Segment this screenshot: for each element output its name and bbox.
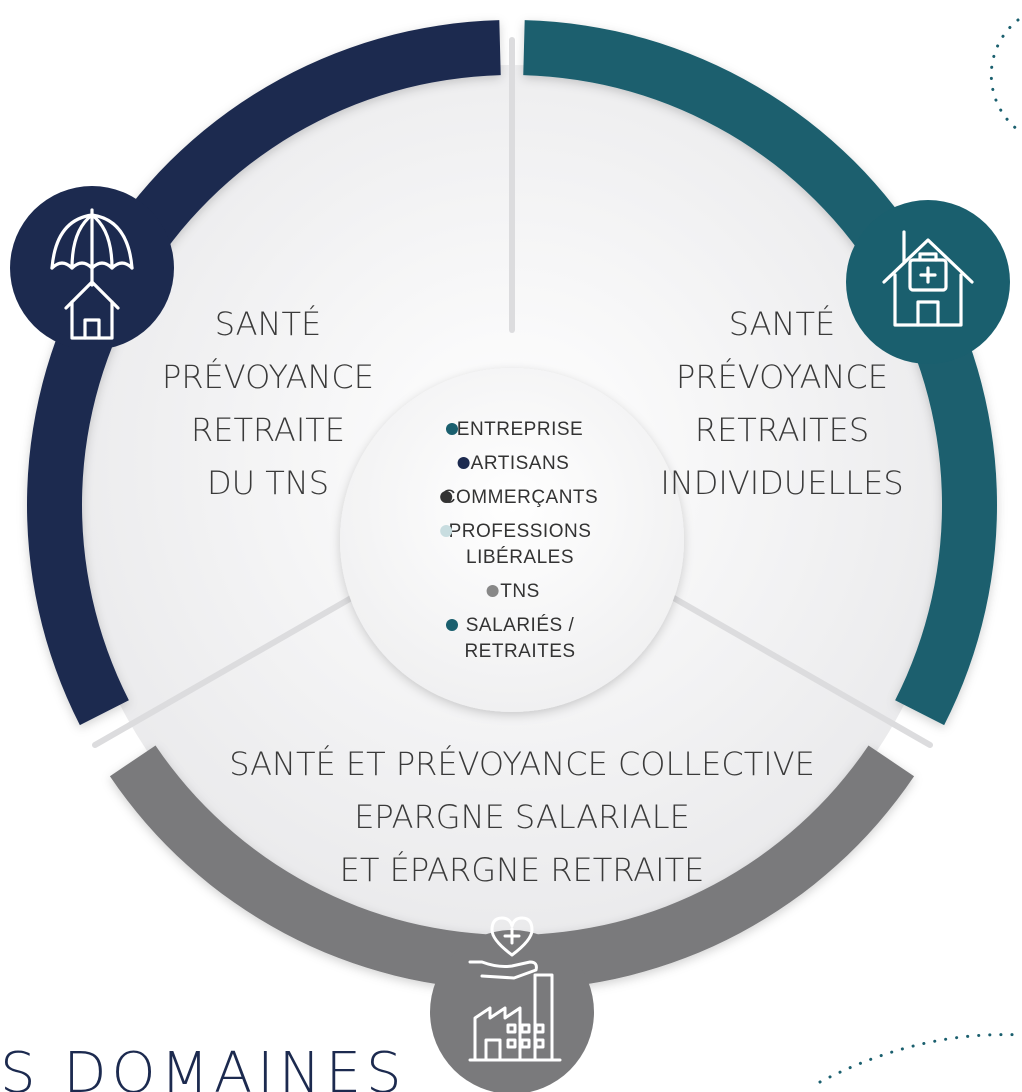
left-line-2: PRÉVOYANCE bbox=[162, 358, 374, 396]
bottom-line-2: EPARGNE SALARIALE bbox=[354, 798, 690, 836]
right-line-4: INDIVIDUELLES bbox=[660, 464, 903, 502]
badge-bottom bbox=[430, 916, 594, 1092]
heart-hand-factory-icon bbox=[468, 916, 562, 1062]
legend-dot bbox=[457, 457, 470, 469]
footer-title: S DOMAINES bbox=[0, 1041, 407, 1092]
segment-left-label: SANTÉ PRÉVOYANCE RETRAITE DU TNS bbox=[162, 305, 374, 502]
decorative-dots bbox=[818, 18, 1022, 1084]
legend-item: ENTREPRISE bbox=[446, 419, 583, 440]
legend-dot bbox=[486, 585, 499, 597]
left-line-4: DU TNS bbox=[207, 464, 329, 502]
separators bbox=[92, 37, 933, 748]
ring-segment-left bbox=[27, 20, 501, 726]
legend-label: SALARIÉS / bbox=[466, 615, 575, 636]
right-line-3: RETRAITES bbox=[695, 411, 869, 449]
ring-segment-right bbox=[523, 20, 998, 726]
legend-label: COMMERÇANTS bbox=[442, 487, 598, 508]
umbrella-house-icon bbox=[50, 208, 134, 340]
legend-item: SALARIÉS / RETRAITES bbox=[446, 615, 575, 662]
segment-right-label: SANTÉ PRÉVOYANCE RETRAITES INDIVIDUELLES bbox=[660, 305, 903, 502]
legend-dot bbox=[446, 619, 458, 631]
legend-dot bbox=[446, 423, 458, 435]
legend-label: ARTISANS bbox=[471, 453, 570, 474]
badge-right bbox=[846, 200, 1010, 364]
legend-item: TNS bbox=[486, 581, 540, 602]
legend-dot bbox=[440, 491, 453, 503]
center-circle bbox=[340, 368, 684, 712]
badge-left bbox=[10, 186, 174, 350]
left-line-3: RETRAITE bbox=[191, 411, 345, 449]
bottom-line-1: SANTÉ ET PRÉVOYANCE COLLECTIVE bbox=[229, 745, 815, 783]
left-line-1: SANTÉ bbox=[215, 305, 322, 343]
legend-item: PROFESSIONS LIBÉRALES bbox=[440, 521, 591, 568]
medical-house-icon bbox=[882, 230, 974, 327]
legend-label: PROFESSIONS bbox=[449, 521, 592, 542]
segment-bottom-label: SANTÉ ET PRÉVOYANCE COLLECTIVE EPARGNE S… bbox=[229, 745, 815, 889]
segment-rings bbox=[27, 20, 998, 990]
right-line-1: SANTÉ bbox=[729, 305, 836, 343]
center-legend: ENTREPRISE ARTISANS COMMERÇANTS PROFESSIONS… bbox=[440, 419, 598, 662]
legend-label: TNS bbox=[500, 581, 540, 602]
legend-item: COMMERÇANTS bbox=[440, 487, 598, 508]
legend-label: ENTREPRISE bbox=[457, 419, 583, 440]
legend-label: LIBÉRALES bbox=[466, 547, 574, 568]
legend-item: ARTISANS bbox=[457, 453, 570, 474]
legend-dot bbox=[440, 525, 453, 537]
right-line-2: PRÉVOYANCE bbox=[676, 358, 888, 396]
ring-segment-bottom bbox=[109, 745, 915, 990]
legend-label: RETRAITES bbox=[464, 641, 575, 662]
bottom-line-3: ET ÉPARGNE RETRAITE bbox=[340, 851, 705, 889]
